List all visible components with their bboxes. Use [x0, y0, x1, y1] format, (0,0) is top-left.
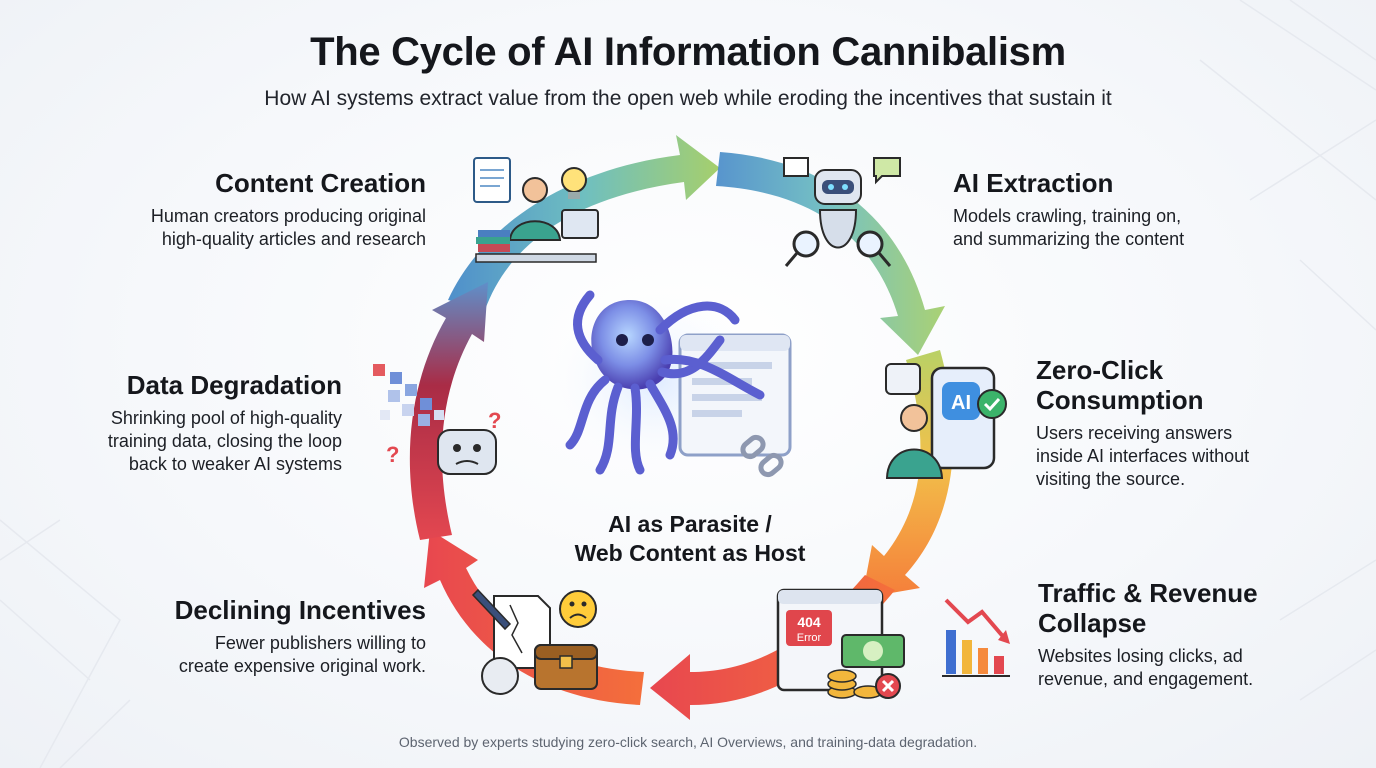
step-desc-ai-extraction-2: and summarizing the content — [953, 229, 1185, 249]
center-label-line1: AI as Parasite / — [608, 511, 772, 537]
step-desc-ai-extraction-1: Models crawling, training on, — [953, 206, 1182, 226]
books-icon — [476, 230, 510, 252]
speech-bubble-icon — [873, 157, 901, 185]
page-subtitle: How AI systems extract value from the op… — [264, 87, 1112, 110]
sad-face-icon — [559, 590, 597, 628]
center-label: AI as Parasite / Web Content as Host — [555, 510, 825, 568]
step-title-declining-incentives: Declining Incentives — [174, 595, 426, 625]
error-code: 404 — [797, 614, 821, 630]
person-at-desk-icon — [522, 177, 548, 203]
pixelated-data-icon — [373, 364, 444, 426]
step-desc-data-degradation-1: Shrinking pool of high-quality — [110, 408, 342, 428]
data-degradation-illustration: ? ? — [373, 364, 501, 475]
chart-icon — [783, 157, 809, 177]
user-icon — [900, 404, 928, 432]
step-desc-declining-incentives-1: Fewer publishers willing to — [214, 633, 426, 653]
step-desc-content-creation-2: high-quality articles and research — [161, 229, 426, 249]
magnifier-icon — [792, 230, 884, 258]
confused-robot-icon — [437, 429, 497, 475]
step-title-ai-extraction: AI Extraction — [953, 168, 1114, 198]
step-title-zero-click-2: Consumption — [1036, 385, 1204, 415]
step-desc-data-degradation-2: training data, closing the loop — [107, 431, 342, 451]
traffic-revenue-illustration: 404 Error — [776, 588, 905, 699]
step-desc-zero-click-3: visiting the source. — [1036, 469, 1186, 489]
zero-click-illustration: AI — [885, 363, 1007, 479]
footer-note: Observed by experts studying zero-click … — [398, 734, 978, 750]
document-icon — [473, 157, 511, 203]
step-title-zero-click-1: Zero-Click — [1036, 355, 1164, 385]
step-title-data-degradation: Data Degradation — [126, 370, 342, 400]
error-word: Error — [797, 632, 822, 644]
arrow-creation-to-extraction — [448, 135, 720, 310]
step-desc-zero-click-2: inside AI interfaces without — [1036, 446, 1250, 466]
page-title: The Cycle of AI Information Cannibalism — [310, 30, 1066, 74]
step-desc-data-degradation-3: back to weaker AI systems — [128, 454, 342, 474]
declining-chart-icon — [942, 598, 1010, 677]
step-desc-traffic-1: Websites losing clicks, ad — [1038, 646, 1243, 666]
arrow-zeroclick-to-traffic — [862, 350, 954, 598]
step-desc-content-creation-1: Human creators producing original — [150, 206, 426, 226]
checkmark-icon — [977, 389, 1007, 419]
step-title-traffic-2: Collapse — [1038, 608, 1147, 638]
broken-link-icon — [740, 434, 784, 478]
step-desc-zero-click-1: Users receiving answers — [1036, 423, 1233, 443]
lightbulb-icon — [561, 167, 587, 193]
ai-extraction-illustration — [783, 157, 901, 267]
step-title-content-creation: Content Creation — [215, 168, 426, 198]
center-label-line2: Web Content as Host — [574, 540, 806, 566]
step-desc-declining-incentives-2: create expensive original work. — [178, 656, 426, 676]
step-desc-traffic-2: revenue, and engagement. — [1038, 669, 1254, 689]
phone-ai-badge: AI — [951, 392, 971, 414]
coins-icon — [827, 669, 883, 699]
octopus-icon — [540, 285, 792, 478]
question-mark-icon: ? — [386, 442, 399, 467]
question-mark-icon: ? — [488, 408, 501, 433]
step-title-traffic-1: Traffic & Revenue — [1038, 578, 1258, 608]
pen-icon — [471, 588, 512, 631]
arrow-degradation-to-creation — [409, 282, 488, 540]
declining-incentives-illustration — [471, 588, 598, 695]
content-creation-illustration — [473, 157, 599, 263]
